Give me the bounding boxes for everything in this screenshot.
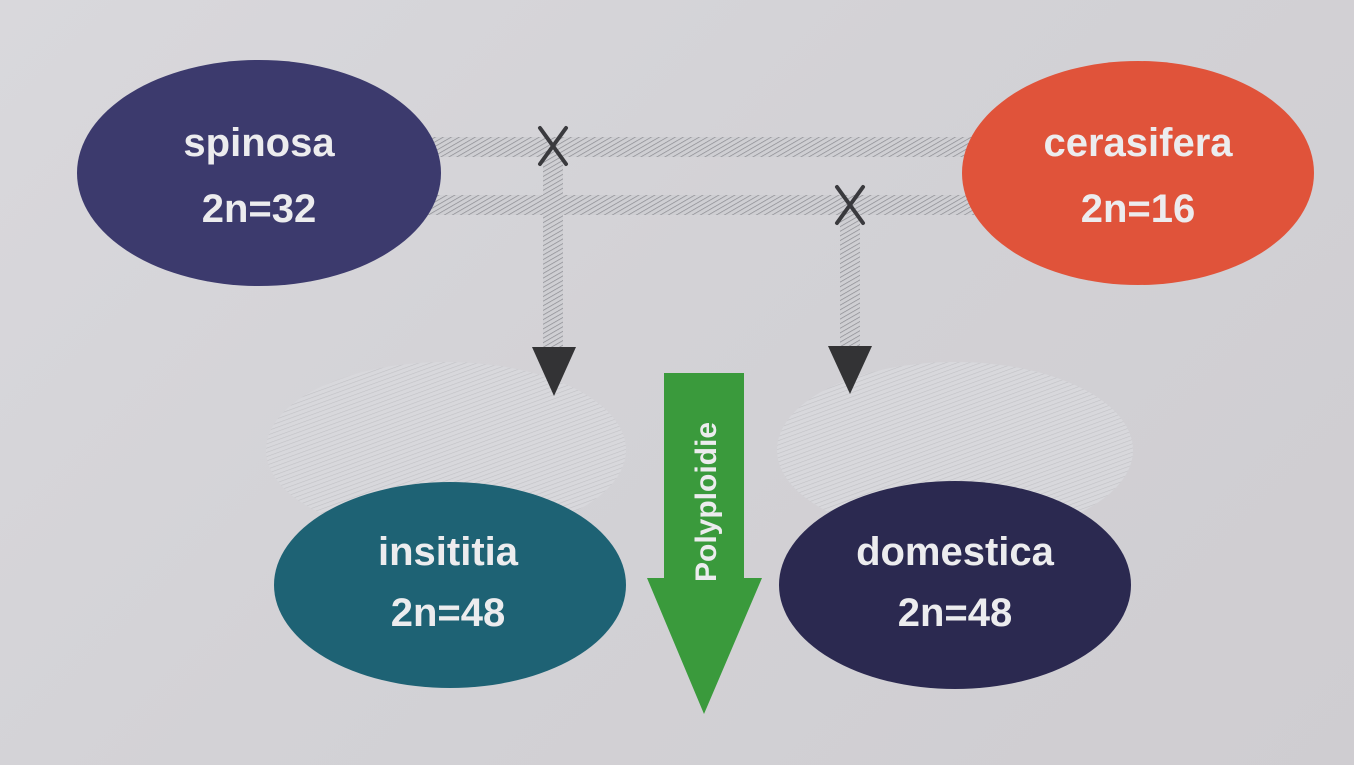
ghost-ellipse-right xyxy=(777,362,1133,538)
insititia-name: insititia xyxy=(378,530,519,574)
domestica-name: domestica xyxy=(856,530,1055,574)
arrow-to-insititia xyxy=(532,157,576,396)
cross-marker-icon xyxy=(835,185,865,225)
ghost-ellipse-left xyxy=(266,362,626,538)
node-insititia: insititia 2n=48 xyxy=(274,482,626,688)
cerasifera-name: cerasifera xyxy=(1043,121,1233,165)
spinosa-name: spinosa xyxy=(183,121,335,165)
insititia-chromosomes: 2n=48 xyxy=(391,591,506,635)
polyploidy-arrow: Polyploidie xyxy=(647,373,762,714)
spinosa-chromosomes: 2n=32 xyxy=(202,187,317,231)
node-spinosa: spinosa 2n=32 xyxy=(77,60,441,286)
cross-marker-icon xyxy=(538,126,568,166)
node-cerasifera: cerasifera 2n=16 xyxy=(962,61,1314,285)
cross-line-lower xyxy=(415,195,990,215)
cross-line-upper xyxy=(415,137,990,157)
node-domestica: domestica 2n=48 xyxy=(779,481,1131,689)
polyploidy-label: Polyploidie xyxy=(690,422,723,582)
cerasifera-chromosomes: 2n=16 xyxy=(1081,187,1196,231)
arrow-to-domestica xyxy=(828,215,872,394)
domestica-chromosomes: 2n=48 xyxy=(898,591,1013,635)
